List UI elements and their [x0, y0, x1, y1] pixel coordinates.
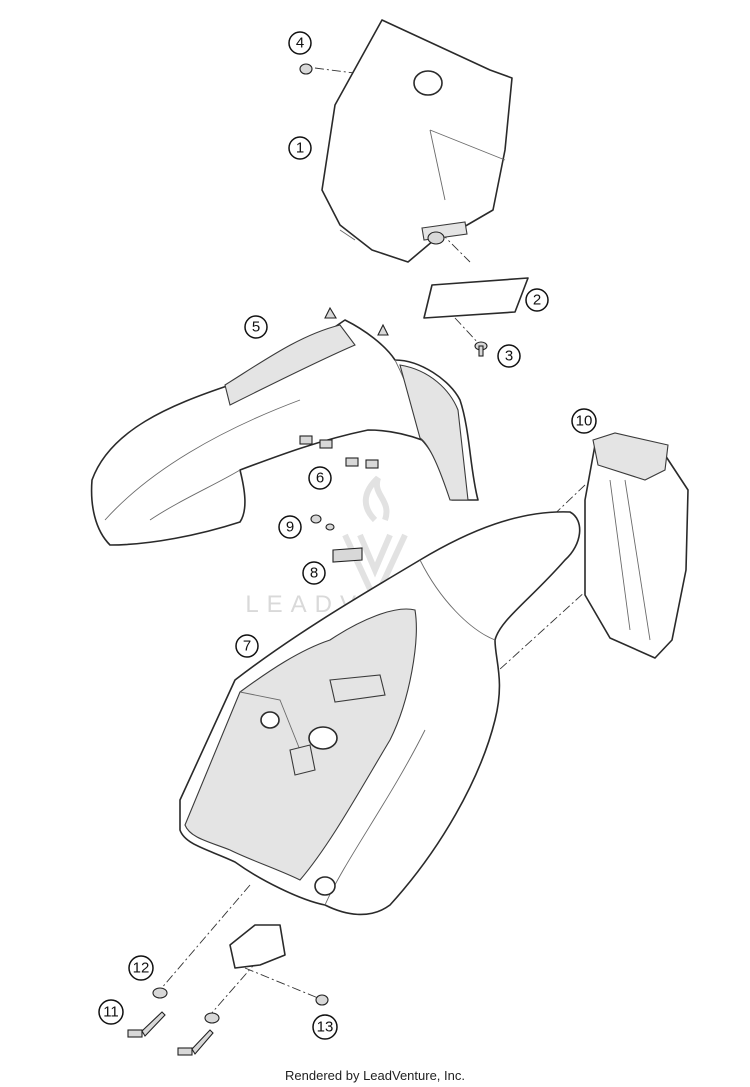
mud-flap — [584, 432, 689, 659]
callout-6: 6 — [308, 466, 332, 490]
callout-10: 10 — [571, 408, 597, 434]
callout-2: 2 — [525, 288, 549, 312]
decal — [423, 277, 529, 319]
callout-8: 8 — [302, 561, 326, 585]
callout-5: 5 — [244, 315, 268, 339]
callout-label: 10 — [576, 413, 593, 430]
front-fender — [90, 306, 479, 546]
clips-part-6 — [299, 435, 379, 469]
screws-part-9 — [310, 514, 335, 531]
callout-11: 11 — [98, 999, 124, 1025]
callout-13: 13 — [312, 1014, 338, 1040]
callout-label: 7 — [243, 638, 251, 655]
callout-label: 6 — [316, 470, 324, 487]
callout-7: 7 — [235, 634, 259, 658]
nut-part-4 — [299, 63, 313, 75]
fastener-part-13 — [315, 994, 329, 1006]
callout-3: 3 — [497, 344, 521, 368]
bracket-part-8 — [332, 547, 363, 563]
callout-1: 1 — [288, 136, 312, 160]
callout-12: 12 — [128, 955, 154, 981]
number-plate — [321, 19, 513, 263]
callout-label: 12 — [133, 960, 150, 977]
callout-4: 4 — [288, 31, 312, 55]
callout-label: 11 — [103, 1004, 119, 1021]
callout-label: 9 — [286, 519, 294, 536]
callout-label: 4 — [296, 35, 304, 52]
washer-part-12 — [152, 987, 168, 999]
callout-label: 13 — [317, 1019, 334, 1036]
callout-label: 8 — [310, 565, 318, 582]
callout-label: 5 — [252, 319, 260, 336]
rear-fender — [179, 511, 581, 969]
callout-label: 2 — [533, 292, 541, 309]
bolt-washer-lower — [177, 1012, 220, 1056]
callout-9: 9 — [278, 515, 302, 539]
footer-credit: Rendered by LeadVenture, Inc. — [285, 1068, 465, 1083]
bolt-part-11 — [127, 1011, 166, 1038]
callout-label: 3 — [505, 348, 513, 365]
screw-part-3 — [474, 341, 488, 357]
callout-label: 1 — [296, 140, 304, 157]
